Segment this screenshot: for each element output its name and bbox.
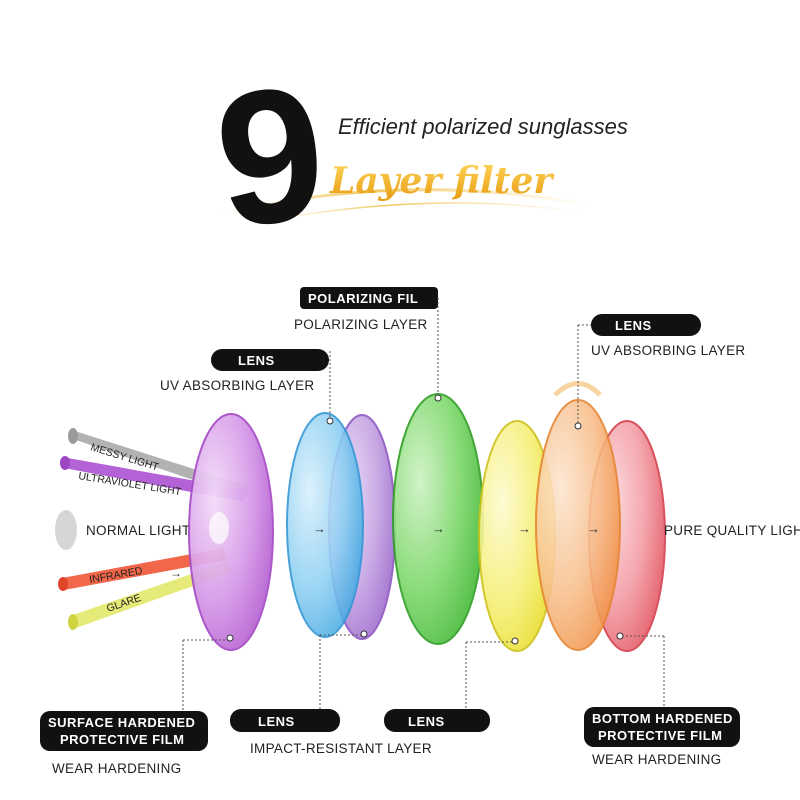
leader-dot	[575, 423, 581, 429]
pill-label-surface-line1: SURFACE HARDENED	[48, 715, 195, 730]
output-label: PURE QUALITY LIGHT	[664, 523, 800, 538]
lens-green-polarizing	[393, 394, 483, 644]
callout-surface-hardened: SURFACE HARDENED PROTECTIVE FILM WEAR HA…	[40, 635, 233, 776]
header: 9 Efficient polarized sunglasses Layer f…	[207, 46, 628, 268]
pill-label-uv-right: LENS	[615, 318, 652, 333]
caption-uv-left: UV ABSORBING LAYER	[160, 378, 314, 393]
ray-label-glare: GLARE	[105, 592, 143, 615]
arrow-icon: →	[432, 521, 445, 536]
ray-label-infrared: INFRARED	[88, 565, 143, 586]
arrow-icon: →	[313, 521, 326, 536]
arrow-icon: →	[587, 521, 600, 536]
header-number: 9	[207, 46, 334, 268]
ray-label-normal-light: NORMAL LIGHT	[86, 523, 190, 538]
lens-orange-uv-absorbing	[536, 400, 620, 650]
normal-light-disc	[55, 510, 77, 550]
caption-polarizing: POLARIZING LAYER	[294, 317, 428, 332]
leader-dot	[227, 635, 233, 641]
leader-dot	[512, 638, 518, 644]
leader-dot	[361, 631, 367, 637]
pill-label-impact-a: LENS	[258, 714, 295, 729]
callout-impact-resistant: LENS LENS IMPACT-RESISTANT LAYER	[230, 631, 518, 756]
caption-surface-hardened: WEAR HARDENING	[52, 761, 181, 776]
lens-purple-surface-hardened	[189, 414, 273, 650]
lens-hub	[209, 512, 229, 544]
pill-label-bottom-line1: BOTTOM HARDENED	[592, 711, 733, 726]
pill-label-impact-b: LENS	[408, 714, 445, 729]
callout-polarizing: POLARIZING FIL POLARIZING LAYER	[294, 287, 441, 401]
callout-uv-absorbing-right: LENS UV ABSORBING LAYER	[575, 314, 745, 429]
leader-dot	[327, 418, 333, 424]
ray-normal-light: NORMAL LIGHT	[55, 510, 190, 550]
pill-label-bottom-line2: PROTECTIVE FILM	[598, 728, 723, 743]
header-subtitle: Efficient polarized sunglasses	[338, 114, 628, 139]
caption-uv-right: UV ABSORBING LAYER	[591, 343, 745, 358]
leader-dot	[435, 395, 441, 401]
callout-bottom-hardened: BOTTOM HARDENED PROTECTIVE FILM WEAR HAR…	[584, 633, 740, 767]
lens-stack: → → → →	[189, 384, 665, 652]
header-title: Layer filter	[329, 160, 555, 202]
leader-dot	[617, 633, 623, 639]
caption-impact-resistant: IMPACT-RESISTANT LAYER	[250, 741, 432, 756]
arrow-icon: →	[518, 521, 531, 536]
caption-bottom-hardened: WEAR HARDENING	[592, 752, 721, 767]
callout-uv-absorbing-left: LENS UV ABSORBING LAYER	[160, 349, 333, 424]
pill-label-polarizing: POLARIZING FIL	[308, 291, 418, 306]
pill-label-uv-left: LENS	[238, 353, 275, 368]
pill-label-surface-line2: PROTECTIVE FILM	[60, 732, 185, 747]
